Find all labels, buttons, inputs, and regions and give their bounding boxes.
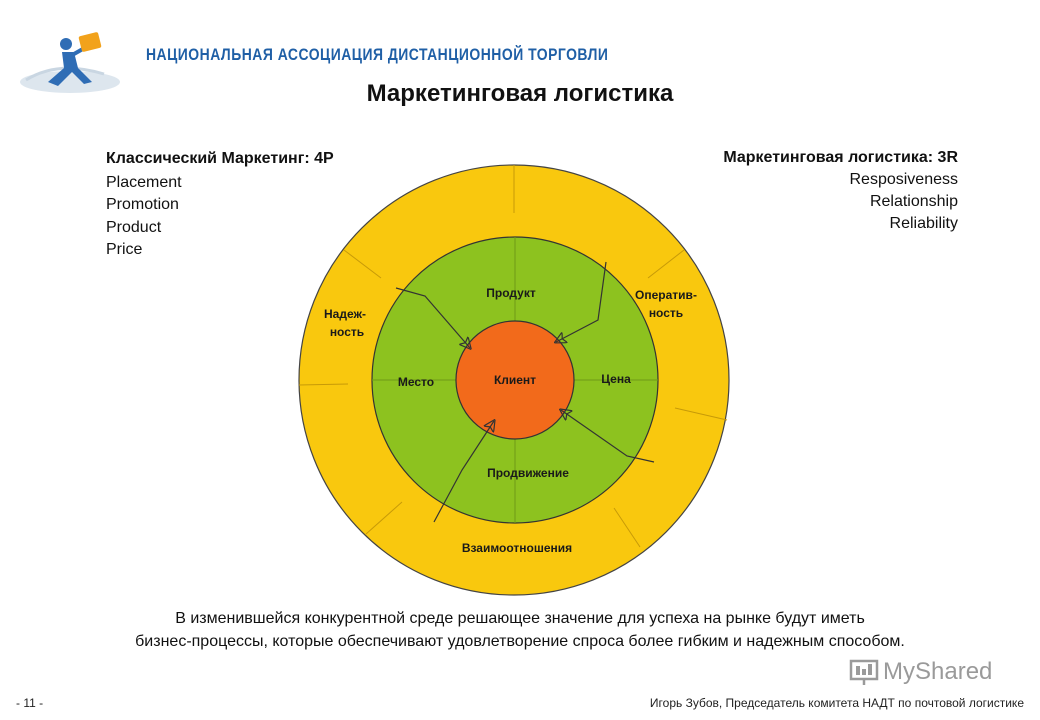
watermark: MyShared — [846, 656, 1006, 690]
outer-label-relationship: Взаимоотношения — [462, 541, 572, 555]
organization-name: НАЦИОНАЛЬНАЯ АССОЦИАЦИЯ ДИСТАНЦИОННОЙ ТО… — [146, 45, 609, 64]
arrow-product-to-client — [556, 261, 607, 342]
outer-ring-divider — [674, 407, 728, 421]
marketing-logistics-item: Relationship — [869, 193, 958, 210]
inner-label-product: Продукт — [486, 286, 536, 300]
inner-label-promotion: Продвижение — [487, 466, 569, 480]
outer-ring-divider — [298, 383, 349, 386]
marketing-logistics-item: Reliability — [889, 215, 958, 232]
outer-label-responsiveness: Оператив- — [635, 288, 697, 302]
arrow-promotion-to-client — [433, 421, 494, 523]
summary-line: бизнес-процессы, которые обеспечивают уд… — [135, 633, 905, 650]
classic-marketing-item: Product — [106, 218, 162, 236]
outer-ring-divider — [613, 507, 641, 548]
classic-marketing-heading: Классический Маркетинг: 4P — [106, 150, 334, 167]
outer-ring-divider — [343, 249, 382, 279]
summary-line: В изменившейся конкурентной среде решающ… — [175, 610, 865, 627]
page-title: Маркетинговая логистика — [366, 80, 674, 107]
arrow-place-to-client — [395, 287, 470, 348]
footer-author: Игорь Зубов, Председатель комитета НАДТ … — [649, 696, 1024, 710]
classic-marketing-item: Price — [106, 241, 143, 258]
association-logo — [20, 32, 120, 93]
outer-ring-divider — [365, 501, 403, 535]
center-label: Клиент — [494, 373, 536, 387]
watermark-text: MyShared — [883, 658, 993, 685]
page-number: - 11 - — [16, 696, 44, 710]
outer-ring-divider — [647, 249, 685, 279]
inner-label-place: Место — [398, 375, 434, 389]
outer-label-reliability: ность — [330, 325, 364, 339]
summary-text: В изменившейся конкурентной среде решающ… — [0, 607, 1040, 653]
outer-label-responsiveness: ность — [649, 306, 683, 320]
arrow-price-to-client — [561, 410, 655, 463]
outer-label-reliability: Надеж- — [324, 307, 366, 321]
inner-label-price: Цена — [601, 372, 631, 386]
classic-marketing-block: Классический Маркетинг: 4P Placement Pro… — [106, 148, 334, 262]
center-circle — [455, 320, 575, 440]
classic-marketing-item: Placement — [106, 173, 182, 191]
presentation-icon — [849, 659, 879, 685]
marketing-logistics-block: Маркетинговая логистика: 3R Resposivenes… — [723, 147, 958, 235]
marketing-logistics-heading: Маркетинговая логистика: 3R — [723, 149, 958, 166]
marketing-logistics-item: Resposiveness — [849, 171, 959, 188]
classic-marketing-item: Promotion — [106, 196, 179, 213]
